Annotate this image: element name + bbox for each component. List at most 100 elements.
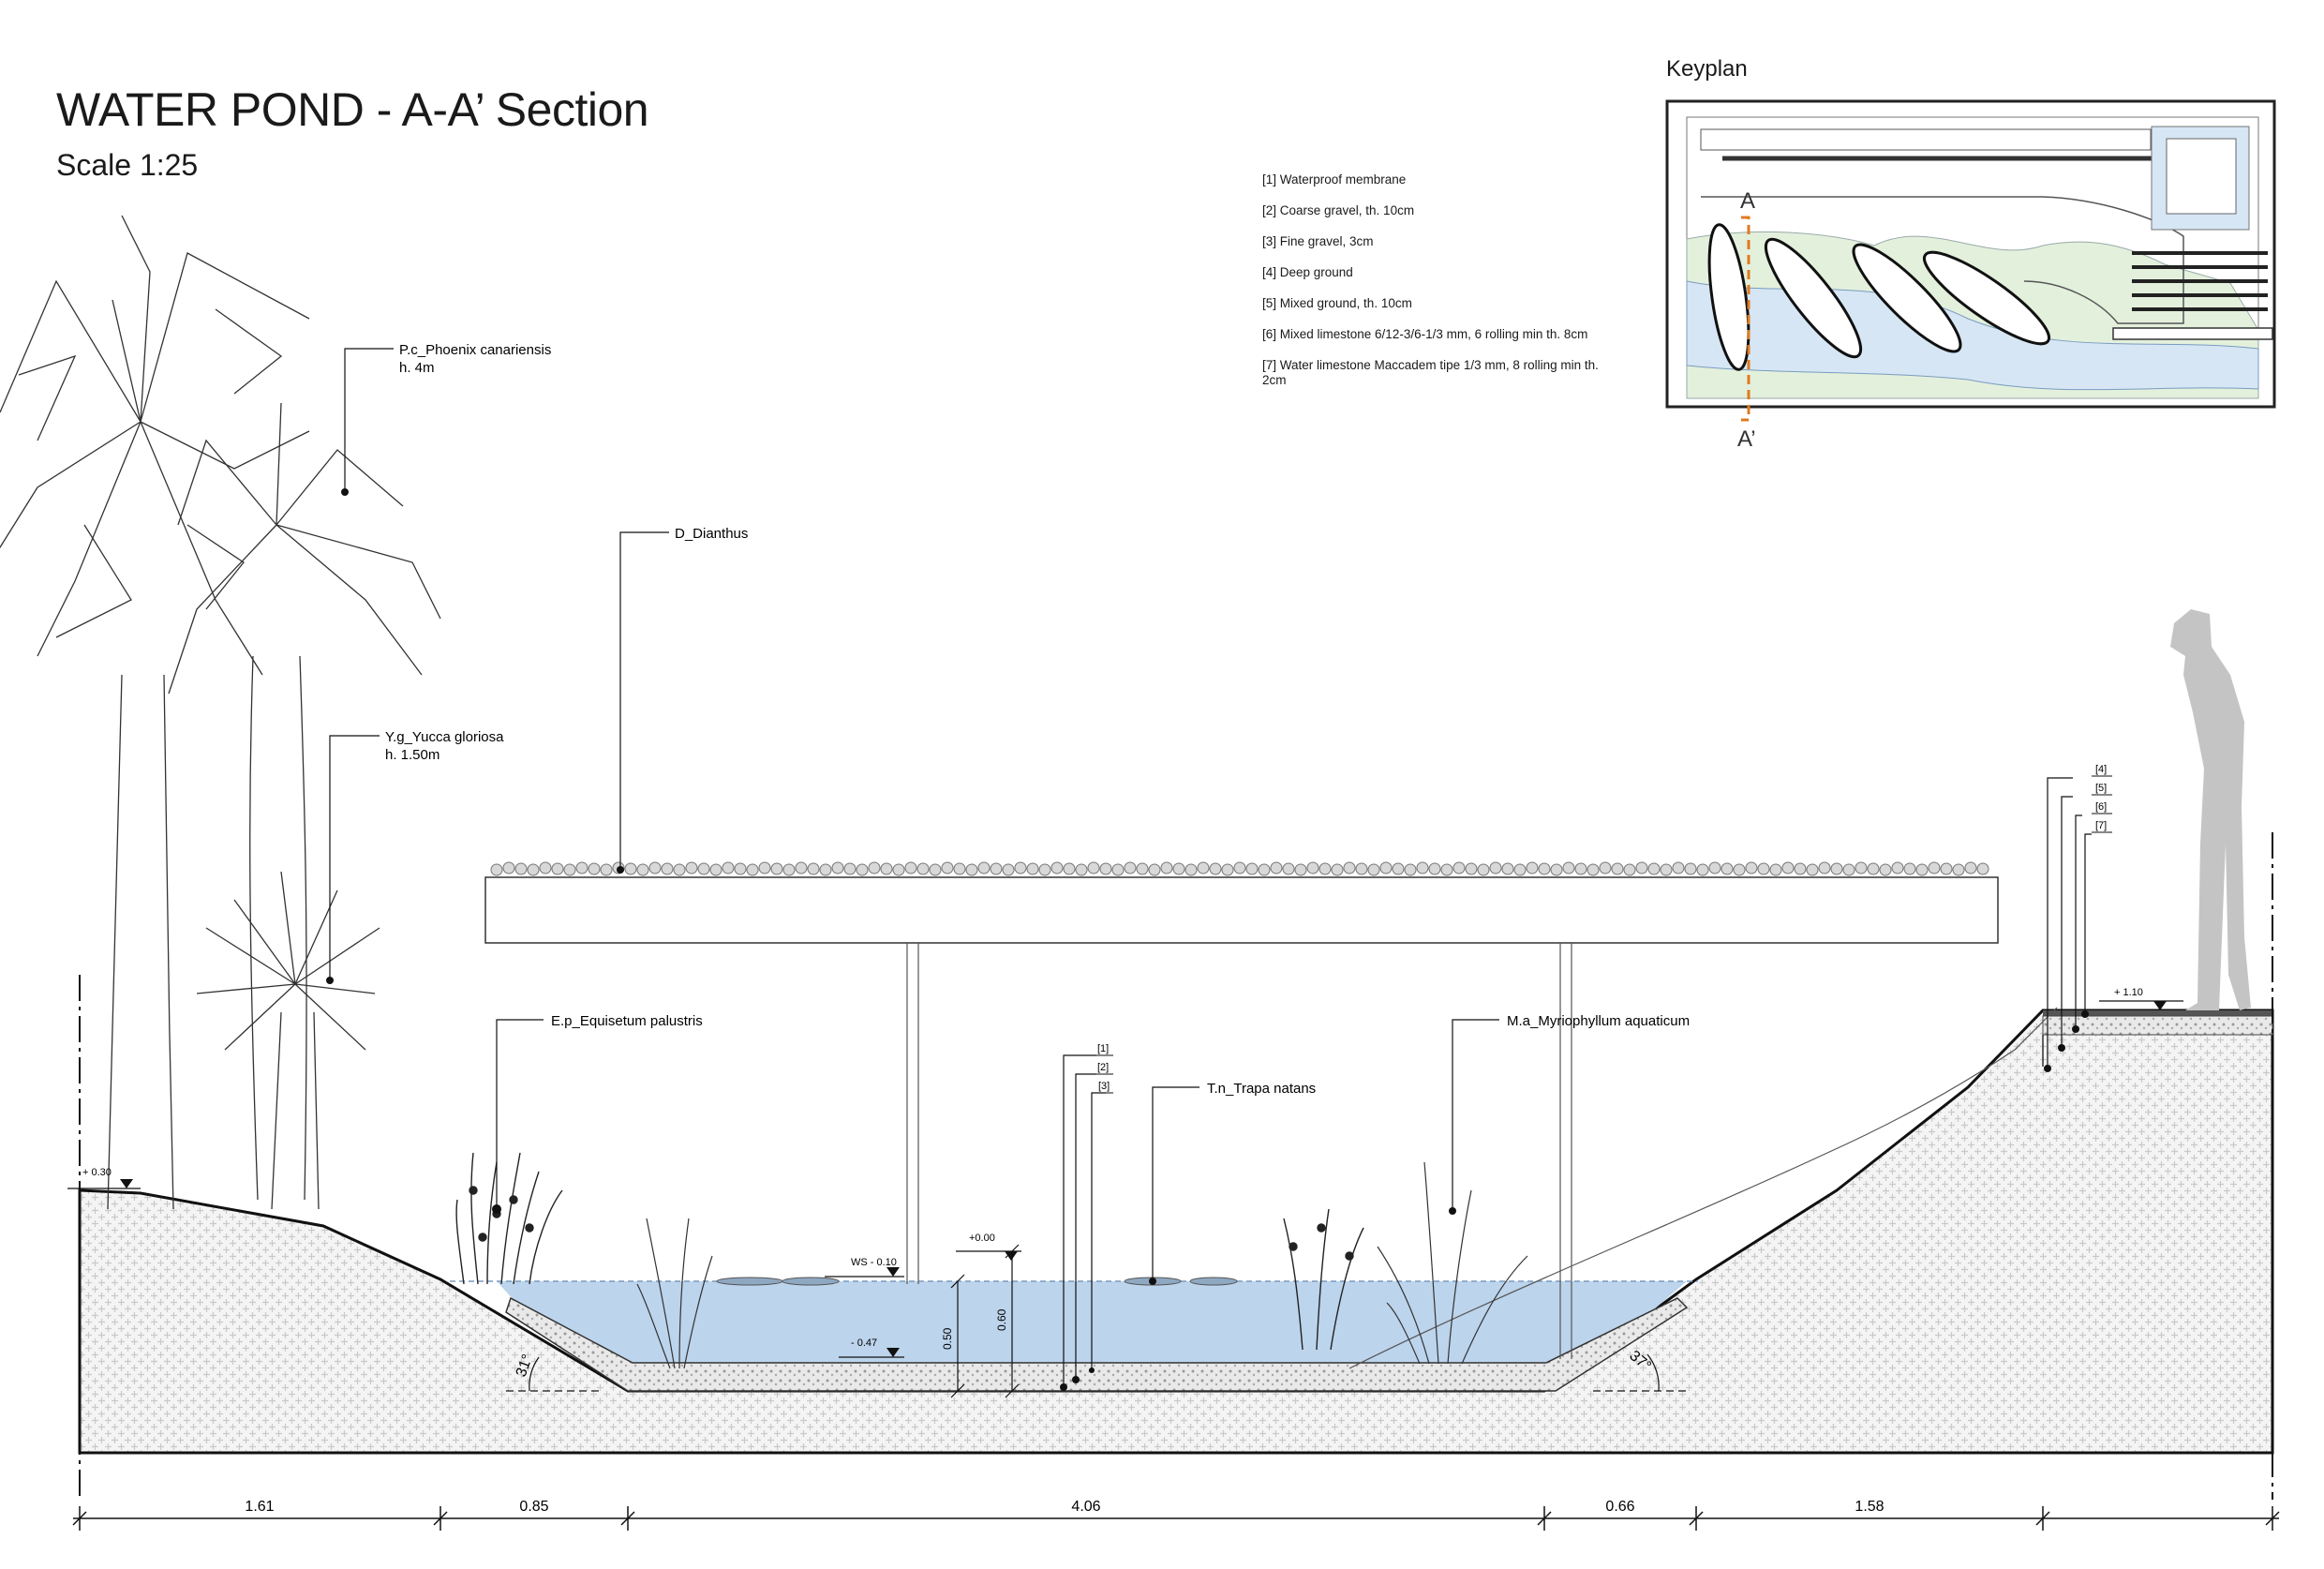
dianthus-flower — [1794, 862, 1807, 875]
dianthus-flower — [965, 863, 978, 876]
dianthus-flower — [1392, 862, 1405, 875]
dianthus-flower — [1124, 861, 1137, 874]
drawing-scale: Scale 1:25 — [56, 148, 199, 182]
dianthus-flower — [1428, 862, 1441, 875]
slope-markers — [506, 1353, 1687, 1392]
dianthus-flower — [1379, 861, 1393, 874]
phoenix-label: P.c_Phoenix canariensis — [399, 342, 551, 358]
dimension-4: 0.66 — [1605, 1499, 1634, 1515]
dianthus-flower — [1172, 862, 1185, 875]
dianthus-flower — [953, 862, 966, 875]
keyplan: A A’ — [1665, 99, 2276, 452]
myriophyllum-label: M.a_Myriophyllum aquaticum — [1507, 1013, 1690, 1029]
dianthus-flower — [1355, 862, 1368, 875]
dianthus-flower — [1306, 861, 1319, 874]
dianthus-flower — [648, 861, 662, 874]
dianthus-flower — [1111, 863, 1125, 876]
yucca-label: Y.g_Yucca gloriosa — [385, 729, 504, 745]
dianthus-flower — [1294, 863, 1307, 876]
dianthus-flower — [1708, 861, 1721, 874]
phoenix-height: h. 4m — [399, 360, 435, 376]
dianthus-flower — [1465, 862, 1478, 875]
dianthus-flower — [1331, 863, 1344, 876]
dianthus-flower — [539, 861, 552, 874]
keyplan-cut-label-bottom: A’ — [1737, 426, 1756, 452]
dianthus-flower — [977, 861, 991, 874]
equisetum — [455, 1152, 563, 1285]
dianthus-flower — [843, 862, 857, 875]
dianthus-flower — [514, 862, 528, 875]
dianthus-flower — [1855, 861, 1868, 874]
dianthus-flower — [770, 862, 783, 875]
dianthus-flower — [1672, 861, 1685, 874]
tag-pond-1: [1] — [1097, 1043, 1109, 1054]
dianthus-flower — [563, 863, 576, 876]
dianthus-flower — [1526, 861, 1539, 874]
dianthus-flower — [1867, 862, 1880, 875]
level-bottom-label: - 0.47 — [851, 1337, 877, 1349]
dianthus-flowers — [490, 861, 1989, 876]
dianthus-flower — [1452, 861, 1466, 874]
dianthus-flower — [734, 862, 747, 875]
dianthus-flower — [1087, 861, 1100, 874]
dianthus-flower — [575, 861, 588, 874]
dianthus-flower — [1513, 863, 1527, 876]
tag-bank-7: [7] — [2095, 820, 2107, 831]
dianthus-flower — [1721, 862, 1734, 875]
dianthus-flower — [1623, 863, 1636, 876]
material-legend: [1] Waterproof membrane [2] Coarse grave… — [1262, 172, 1618, 404]
keyplan-title: Keyplan — [1666, 56, 1748, 82]
dianthus-flower — [1184, 863, 1198, 876]
dimension-5: 1.58 — [1855, 1499, 1884, 1515]
legend-item-1: [1] Waterproof membrane — [1262, 172, 1407, 187]
dianthus-flower — [1148, 863, 1161, 876]
section-cut-lines — [79, 832, 2273, 1500]
dianthus-flower — [1647, 862, 1661, 875]
dianthus-flower — [904, 861, 917, 874]
dimension-chain — [72, 1506, 2280, 1531]
dianthus-flower — [1781, 861, 1795, 874]
dianthus-flower — [1574, 862, 1587, 875]
equisetum-right — [1283, 1208, 1364, 1351]
dianthus-flower — [697, 862, 710, 875]
dianthus-flower — [661, 862, 674, 875]
dianthus-flower — [490, 863, 503, 876]
dianthus-flower — [1063, 862, 1076, 875]
level-left-bank-label: + 0.30 — [82, 1167, 112, 1178]
dimension-3: 4.06 — [1071, 1499, 1100, 1515]
dianthus-flower — [1635, 861, 1648, 874]
dianthus-flower — [1014, 861, 1027, 874]
dianthus-flower — [600, 863, 613, 876]
dianthus-flower — [1501, 862, 1514, 875]
dianthus-flower — [1489, 861, 1502, 874]
dianthus-flower — [1940, 862, 1953, 875]
dianthus-flower — [1915, 863, 1929, 876]
trapa-floating — [716, 1277, 1238, 1286]
dianthus-flower — [1550, 863, 1563, 876]
dianthus-flower — [990, 862, 1003, 875]
tag-pond-3: [3] — [1098, 1081, 1110, 1092]
depth-dimensions — [950, 1244, 1020, 1398]
dianthus-flower — [1769, 863, 1782, 876]
dianthus-flower — [892, 863, 905, 876]
dianthus-flower — [1928, 861, 1941, 874]
dianthus-flower — [1026, 862, 1039, 875]
dianthus-flower — [1684, 862, 1697, 875]
dianthus-flower — [1842, 863, 1855, 876]
dianthus-flower — [1343, 861, 1356, 874]
dianthus-flower — [624, 862, 637, 875]
level-right-bank-label: + 1.10 — [2114, 987, 2143, 998]
dianthus-planter — [484, 861, 1999, 1359]
dianthus-flower — [880, 862, 893, 875]
dianthus-flower — [1757, 862, 1770, 875]
dianthus-flower — [1440, 863, 1453, 876]
dianthus-flower — [1879, 863, 1892, 876]
depth-water-label: 0.50 — [941, 1327, 954, 1350]
depth-total-label: 0.60 — [995, 1308, 1008, 1331]
dianthus-flower — [1050, 861, 1064, 874]
dianthus-flower — [685, 861, 698, 874]
dianthus-flower — [1818, 861, 1831, 874]
dianthus-flower — [929, 863, 942, 876]
dianthus-flower — [1587, 863, 1600, 876]
dianthus-flower — [1538, 862, 1551, 875]
